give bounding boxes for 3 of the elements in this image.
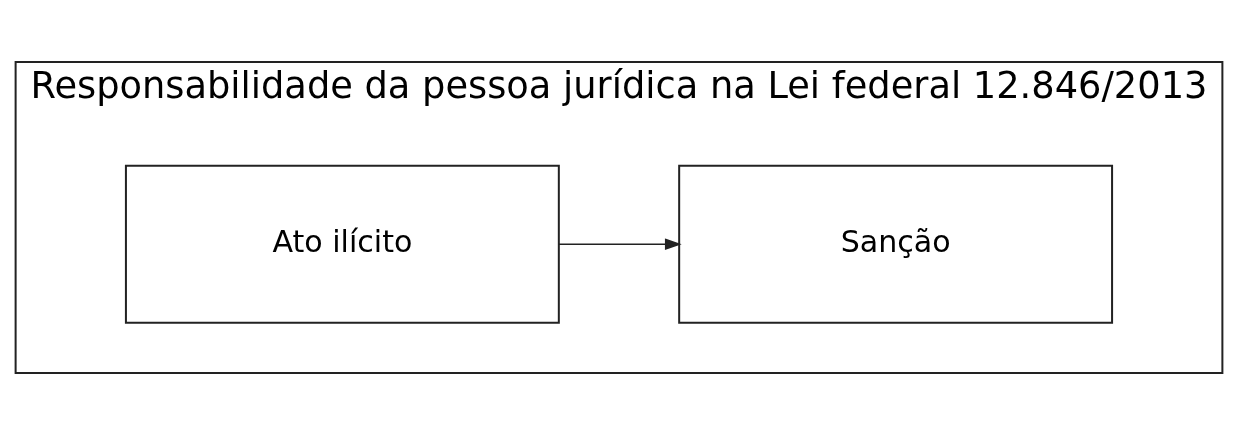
node-box: Ato ilícito	[124, 164, 560, 324]
node-box: Sanção	[678, 164, 1114, 324]
arrow	[558, 238, 682, 251]
